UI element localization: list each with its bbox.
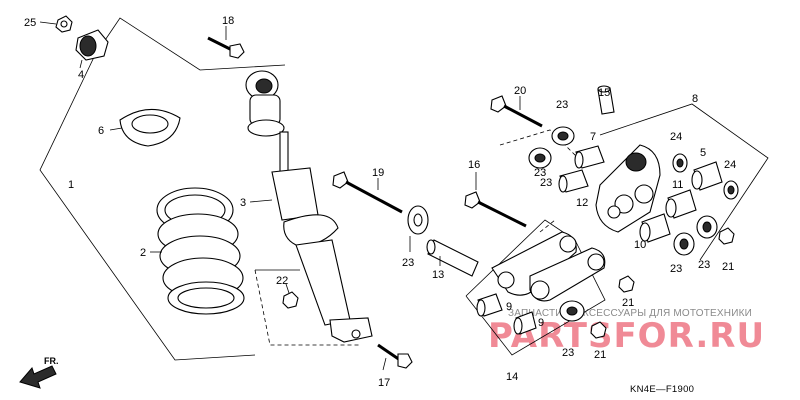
bushing-5 [691,161,723,191]
label-3: 3 [240,197,246,209]
label-21-a: 21 [594,349,606,361]
spring-stopper-6 [109,108,181,147]
collar-9-right [513,311,537,335]
watermark-top-text: ЗАПЧАСТИ И АКСЕССУАРЫ ДЛЯ МОТОТЕХНИКИ [508,308,752,319]
shock-arm-14 [491,231,606,302]
rubber-bushing-4 [75,29,109,69]
collar-7 [574,145,605,169]
label-15: 15 [598,87,610,99]
washer-24-right [723,180,739,200]
label-5: 5 [700,147,706,159]
washer-23-right-b [696,215,718,239]
label-23-a: 23 [402,257,414,269]
collar-9-left [476,293,503,317]
bolt-19 [332,171,403,214]
label-8: 8 [692,93,698,105]
collar-10 [639,213,671,243]
label-24-a: 24 [670,131,682,143]
shock-absorber-3 [245,70,373,343]
label-16: 16 [468,159,480,171]
label-23-f: 23 [562,347,574,359]
washer-23-left [407,205,429,252]
label-24-b: 24 [724,159,736,171]
spring-2 [150,187,245,315]
label-14: 14 [506,371,518,383]
label-9-a: 9 [506,301,512,313]
right-linkage-outline [599,103,769,261]
nut-22 [282,283,299,309]
front-arrow-label: FR. [44,356,59,366]
washer-23-upper [551,126,575,146]
nut-21-mid [618,275,635,293]
part-labels: 25 4 18 6 1 2 3 22 17 19 23 13 16 20 23 … [24,15,736,389]
collar-12 [558,169,589,193]
label-2: 2 [140,247,146,259]
label-7: 7 [590,131,596,143]
bolt-20 [490,95,543,128]
washer-24-left [672,153,688,173]
label-4: 4 [78,69,84,81]
label-21-c: 21 [722,261,734,273]
label-23-d: 23 [670,263,682,275]
label-18: 18 [222,15,234,27]
bolt-16 [464,172,527,228]
nut-21-right [718,227,735,245]
nut-25 [39,15,73,33]
bolt-17 [377,343,413,371]
front-arrow-icon: FR. [19,356,59,389]
nut-21-center [590,321,607,339]
label-11: 11 [672,179,683,191]
shock-assembly-outline [39,17,360,361]
label-23-c: 23 [540,177,552,189]
label-17: 17 [378,377,390,389]
label-20: 20 [514,85,526,97]
bolt-18 [207,26,245,59]
pin-15 [597,85,615,115]
label-23-b: 23 [556,99,568,111]
collar-13 [426,239,479,277]
diagram-code: KN4E—F1900 [630,384,694,395]
washer-23-lower [559,300,585,322]
label-12: 12 [576,197,588,209]
label-9-b: 9 [538,317,544,329]
label-19: 19 [372,167,384,179]
cushion-rod-8 [595,144,661,233]
label-6: 6 [98,125,104,137]
label-22: 22 [276,275,288,287]
washer-23-right-a [673,232,695,256]
label-23-g: 23 [534,167,546,179]
washer-23-mid [528,147,552,169]
collar-11 [665,189,697,219]
label-25: 25 [24,17,36,29]
label-13: 13 [432,269,444,281]
label-21-b: 21 [622,297,634,309]
label-10: 10 [634,239,646,251]
label-1: 1 [68,179,74,191]
label-23-e: 23 [698,259,710,271]
